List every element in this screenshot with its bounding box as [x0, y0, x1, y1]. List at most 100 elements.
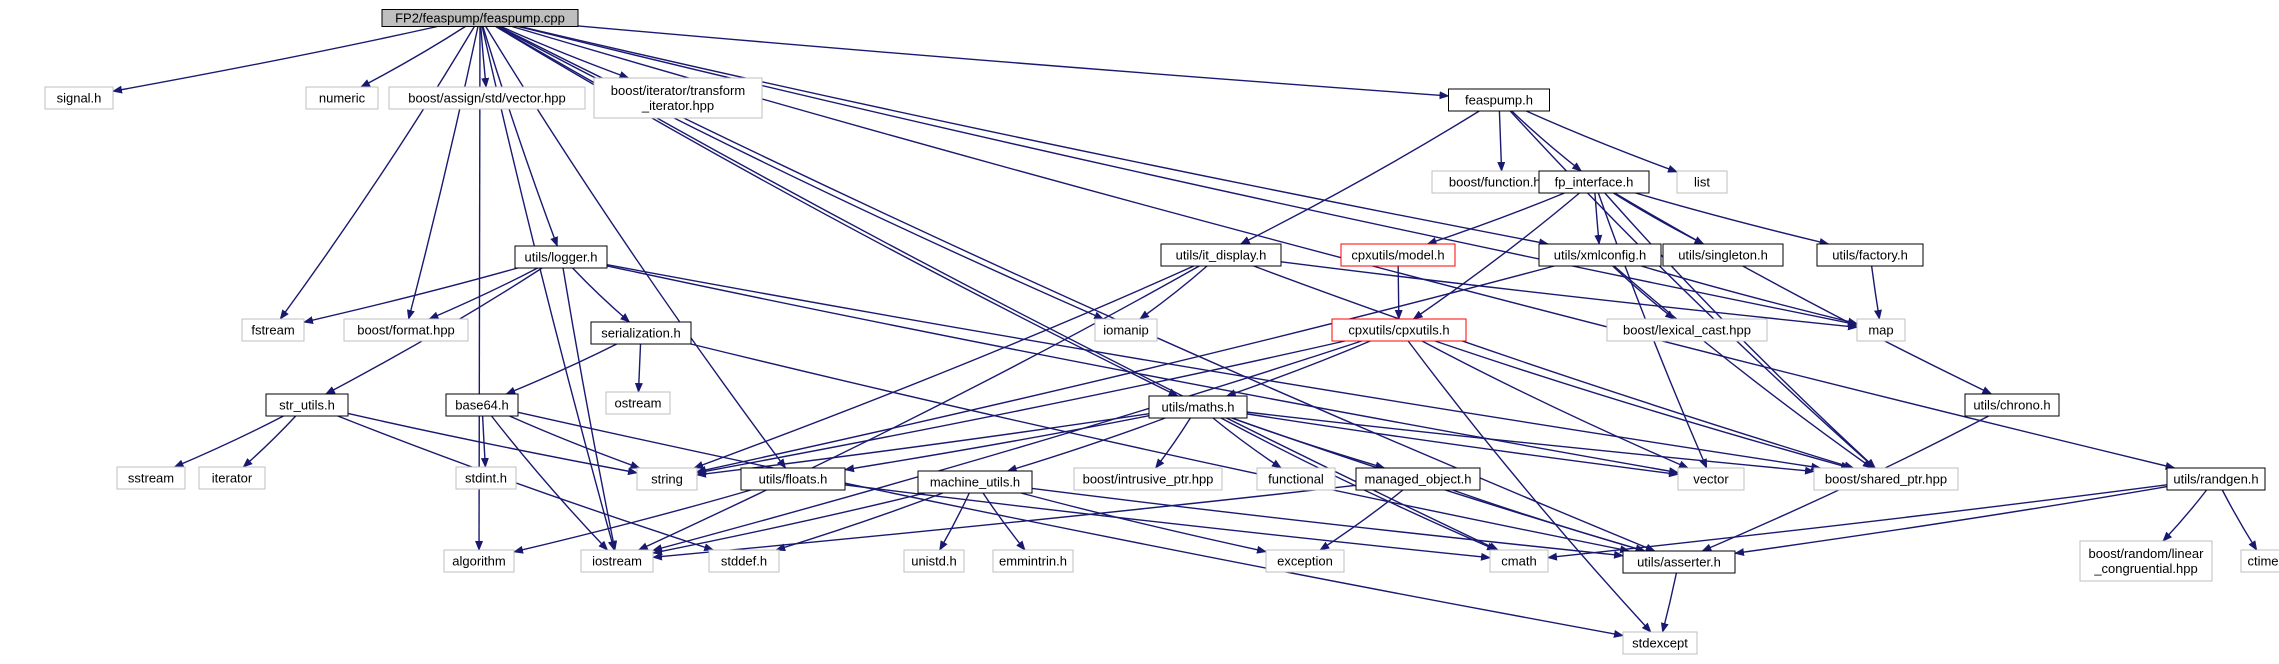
node-cpx-model[interactable]: cpxutils/model.h [1340, 243, 1456, 267]
edge-xmlconfig-to-string [696, 265, 1555, 474]
node-box [708, 549, 780, 573]
node-label: list [1694, 175, 1710, 190]
node-label: iterator [212, 471, 253, 486]
edge-xmlconfig-to-boost_lexical [1612, 265, 1676, 320]
edge-it_display-to-string [693, 265, 1195, 469]
node-box [1073, 467, 1223, 491]
node-boost-transform: boost/iterator/transform_iterator.hpp [593, 77, 763, 119]
node-xmlconfig[interactable]: utils/xmlconfig.h [1538, 243, 1662, 267]
edge-fp_interface-to-cpxutils [1412, 192, 1580, 320]
node-label: boost/format.hpp [357, 323, 455, 338]
edge-cpxutils-to-string [696, 340, 1346, 476]
node-label: machine_utils.h [930, 475, 1020, 490]
node-boost-format: boost/format.hpp [343, 318, 469, 342]
node-label: algorithm [452, 554, 505, 569]
node-singleton[interactable]: utils/singleton.h [1662, 243, 1784, 267]
node-label: emmintrin.h [999, 554, 1067, 569]
node-randgen[interactable]: utils/randgen.h [2166, 467, 2266, 491]
edge-root-to-feaspump_h [577, 25, 1450, 100]
edge-logger-to-vector [606, 265, 1679, 476]
node-boost-intrusive: boost/intrusive_ptr.hpp [1073, 467, 1223, 491]
node-label: stdexcept [1632, 636, 1688, 651]
node-base64[interactable]: base64.h [445, 393, 519, 417]
node-label: boost/assign/std/vector.hpp [408, 91, 566, 106]
node-machine-utils[interactable]: machine_utils.h [917, 470, 1033, 494]
node-stdexcept: stdexcept [1622, 631, 1698, 655]
node-label: str_utils.h [279, 398, 335, 413]
edge-base64-to-stdint [480, 415, 489, 468]
edge-feaspump_h-to-boost_function [1497, 110, 1506, 172]
edge-machine_utils-to-unistd [939, 492, 970, 551]
node-sstream: sstream [116, 466, 186, 490]
edge-fp_interface-to-cpx_model [1426, 192, 1565, 245]
node-box [1622, 550, 1736, 574]
node-box [2240, 549, 2279, 573]
edge-maths-to-boost_intrusive [1155, 417, 1191, 469]
edge-layer [112, 25, 2258, 638]
edge-cpxutils-to-stdexcept [1407, 340, 1652, 633]
node-box [1816, 243, 1924, 267]
edge-root-to-boost_transform [500, 25, 630, 79]
node-chrono[interactable]: utils/chrono.h [1964, 393, 2060, 417]
node-box [265, 393, 349, 417]
node-box [992, 549, 1074, 573]
node-algorithm: algorithm [443, 549, 515, 573]
node-serialization[interactable]: serialization.h [590, 321, 692, 345]
node-ctime: ctime [2240, 549, 2279, 573]
node-box [593, 77, 763, 119]
node-box [44, 86, 114, 110]
node-logger[interactable]: utils/logger.h [514, 245, 608, 269]
edge-base64-to-iostream [490, 415, 609, 551]
node-boost-vector: boost/assign/std/vector.hpp [388, 86, 586, 110]
edge-machine_utils-to-asserter [1031, 487, 1624, 559]
node-label: functional [1268, 472, 1324, 487]
edge-it_display-to-iostream [637, 265, 1200, 551]
node-box [2166, 467, 2266, 491]
node-feaspump-h[interactable]: feaspump.h [1448, 88, 1550, 112]
edge-machine_utils-to-emmintrin [982, 492, 1026, 551]
node-label: utils/xmlconfig.h [1554, 248, 1646, 263]
node-box [1964, 393, 2060, 417]
edge-maths-to-machine_utils [1006, 417, 1166, 473]
node-cpxutils[interactable]: cpxutils/cpxutils.h [1331, 318, 1467, 342]
node-maths[interactable]: utils/maths.h [1148, 395, 1248, 419]
node-ostream: ostream [605, 391, 671, 415]
node-fp-interface[interactable]: fp_interface.h [1538, 170, 1650, 194]
edge-cpxutils-to-iostream [652, 340, 1362, 552]
node-functional: functional [1256, 467, 1336, 491]
node-box [1489, 549, 1549, 573]
node-label: utils/randgen.h [2173, 472, 2258, 487]
node-managed-object[interactable]: managed_object.h [1355, 467, 1481, 491]
edge-floats-to-cmath [844, 484, 1491, 561]
node-iterator: iterator [198, 466, 266, 490]
node-box [1340, 243, 1456, 267]
node-label: utils/singleton.h [1678, 248, 1768, 263]
edge-xmlconfig-to-shared_ptr [1613, 265, 1873, 469]
edge-cpxutils-to-shared_ptr [1434, 340, 1852, 470]
node-map: map [1856, 318, 1906, 342]
node-label: signal.h [57, 91, 102, 106]
node-str-utils[interactable]: str_utils.h [265, 393, 349, 417]
edge-floats-to-algorithm [513, 489, 752, 554]
edge-feaspump_h-to-list [1525, 110, 1678, 173]
edge-logger-to-serialization [572, 267, 631, 323]
node-box [116, 466, 186, 490]
node-box [1538, 170, 1650, 194]
node-it-display[interactable]: utils/it_display.h [1160, 243, 1282, 267]
node-box [1677, 467, 1745, 491]
edge-serialization-to-base64 [505, 343, 618, 395]
node-root[interactable]: FP2/feaspump/feaspump.cpp [381, 9, 579, 27]
node-label: exception [1277, 554, 1333, 569]
node-string: string [636, 467, 698, 491]
edge-str_utils-to-string [347, 412, 638, 476]
edge-randgen-to-boost_random [2162, 489, 2208, 542]
node-floats[interactable]: utils/floats.h [740, 467, 846, 491]
node-unistd: unistd.h [903, 549, 965, 573]
node-asserter[interactable]: utils/asserter.h [1622, 550, 1736, 574]
node-box [1448, 88, 1550, 112]
node-vector: vector [1677, 467, 1745, 491]
node-factory[interactable]: utils/factory.h [1816, 243, 1924, 267]
edge-root-to-xmlconfig [520, 25, 1550, 247]
node-label: vector [1693, 472, 1729, 487]
edge-root-to-signal_h [112, 25, 438, 94]
